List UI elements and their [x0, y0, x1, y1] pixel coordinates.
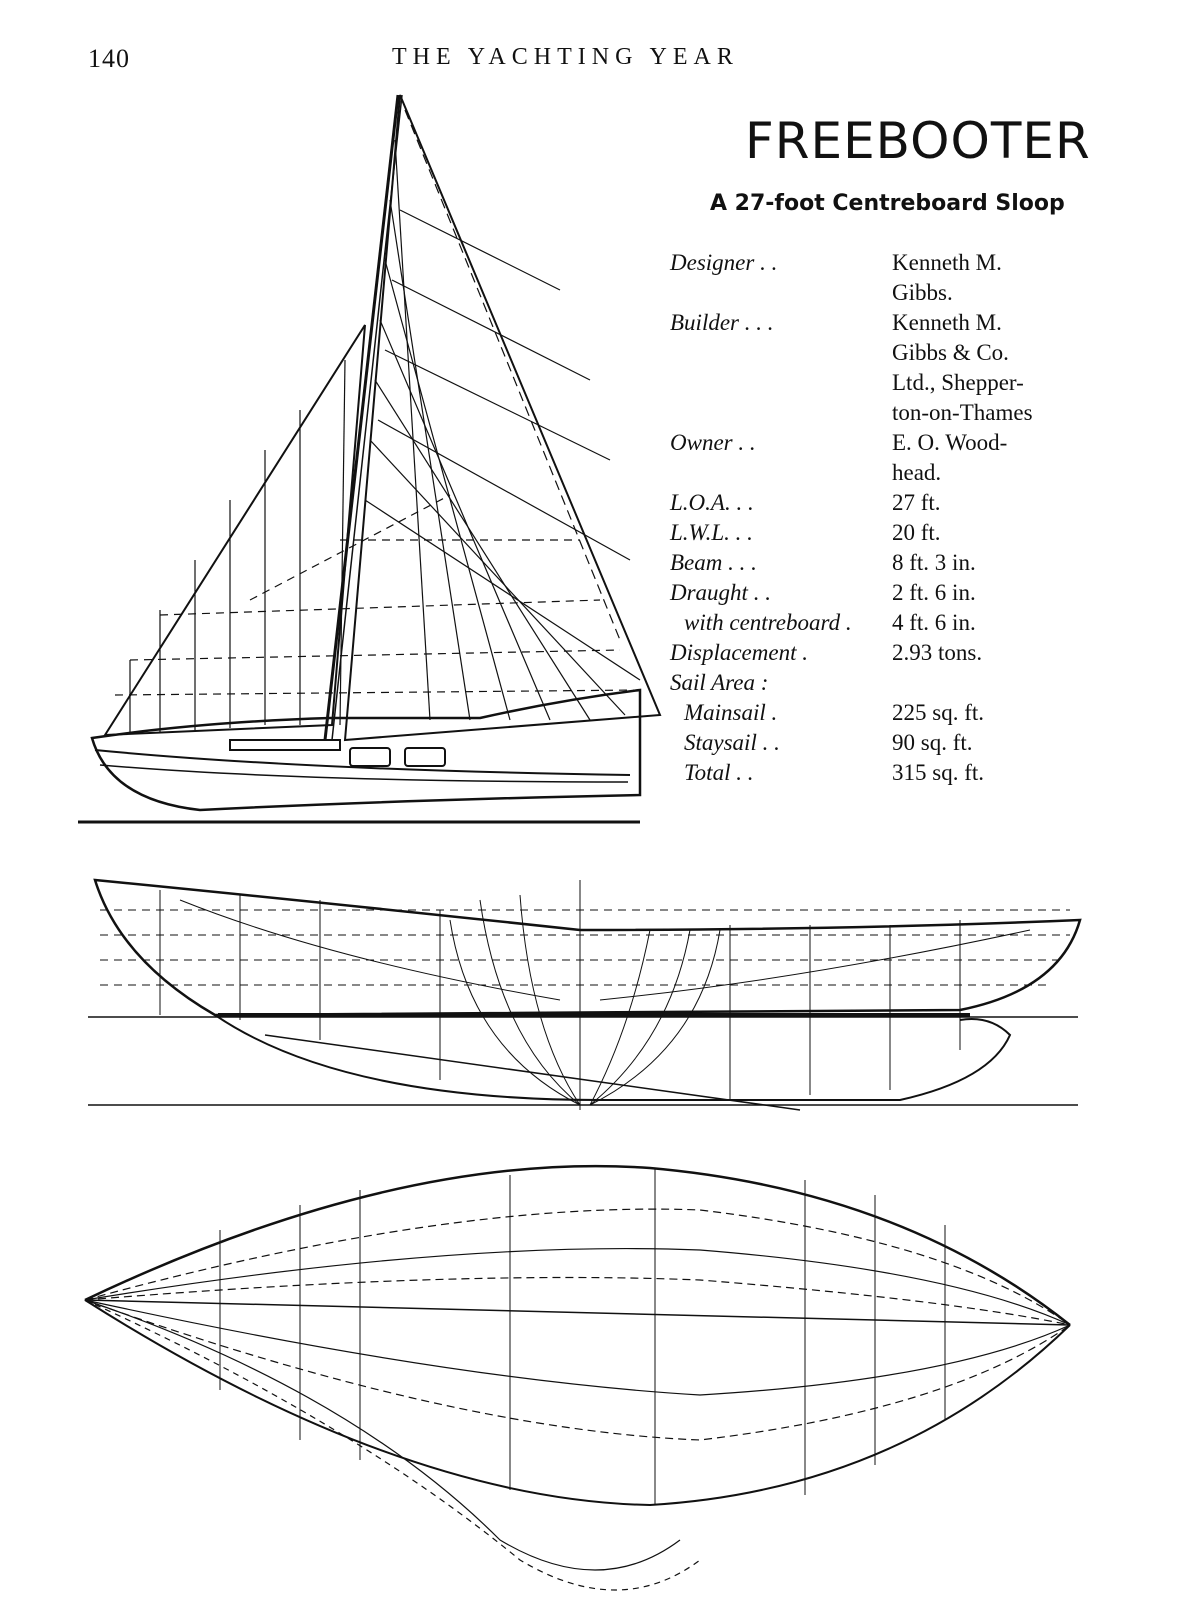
spec-value: 8 ft. 3 in.: [892, 550, 976, 575]
page-subtitle: A 27-foot Centreboard Sloop: [710, 191, 1065, 216]
spec-value: 225 sq. ft.: [892, 700, 984, 725]
spec-table: Designer . . Kenneth M. Gibbs. Builder . …: [670, 248, 1110, 788]
spec-label: L.W.L. . .: [670, 520, 753, 545]
spec-row-lwl: L.W.L. . . 20 ft.: [670, 518, 1110, 548]
spec-label: Beam . . .: [670, 550, 757, 575]
spec-value: 4 ft. 6 in.: [892, 610, 976, 635]
spec-label: Designer . .: [670, 250, 778, 275]
page-title: FREEBOOTER: [745, 112, 1091, 170]
spec-row-sail-area: Sail Area :: [670, 668, 1110, 698]
spec-value: Kenneth M. Gibbs.: [892, 250, 1002, 305]
spec-value: 20 ft.: [892, 520, 941, 545]
spec-row-staysail: Staysail . . 90 sq. ft.: [670, 728, 1110, 758]
spec-value: 27 ft.: [892, 490, 941, 515]
spec-label: Draught . .: [670, 580, 771, 605]
spec-value: 2.93 tons.: [892, 640, 983, 665]
spec-value: [892, 668, 1110, 698]
spec-row-designer: Designer . . Kenneth M. Gibbs.: [670, 248, 1110, 308]
staysail: [343, 94, 662, 742]
mast: [323, 94, 400, 741]
spec-value: 2 ft. 6 in.: [892, 580, 976, 605]
spec-value: E. O. Wood- head.: [892, 430, 1008, 485]
page-number: 140: [88, 44, 130, 73]
sail-plan: [78, 94, 662, 824]
lines-profile: [88, 878, 1082, 1111]
spec-row-displacement: Displacement . 2.93 tons.: [670, 638, 1110, 668]
spec-row-draught: Draught . . 2 ft. 6 in.: [670, 578, 1110, 608]
spec-row-builder: Builder . . . Kenneth M. Gibbs & Co. Ltd.…: [670, 308, 1110, 428]
spec-label: Sail Area :: [670, 670, 769, 695]
spec-row-beam: Beam . . . 8 ft. 3 in.: [670, 548, 1110, 578]
page-header: 140 THE YACHTING YEAR: [0, 38, 1181, 78]
spec-label: Owner . .: [670, 430, 756, 455]
spec-value: 90 sq. ft.: [892, 730, 973, 755]
spec-row-mainsail: Mainsail . 225 sq. ft.: [670, 698, 1110, 728]
spec-label: with centreboard .: [684, 610, 852, 635]
mainsail: [103, 324, 366, 737]
spec-label: Total . .: [684, 760, 754, 785]
spec-row-loa: L.O.A. . . 27 ft.: [670, 488, 1110, 518]
spec-row-owner: Owner . . E. O. Wood- head.: [670, 428, 1110, 488]
spec-row-total: Total . . 315 sq. ft.: [670, 758, 1110, 788]
spec-row-centreboard: with centreboard . 4 ft. 6 in.: [670, 608, 1110, 638]
spec-label: L.O.A. . .: [670, 490, 754, 515]
spec-value: 315 sq. ft.: [892, 760, 984, 785]
half-breadth-plan: [84, 1164, 1071, 1591]
running-title: THE YACHTING YEAR: [392, 44, 739, 70]
spec-label: Displacement .: [670, 640, 808, 665]
spec-value: Kenneth M. Gibbs & Co. Ltd., Shepper- to…: [892, 310, 1033, 425]
spec-label: Staysail . .: [684, 730, 780, 755]
spec-label: Mainsail .: [684, 700, 778, 725]
hull-profile: [90, 688, 642, 812]
spec-label: Builder . . .: [670, 310, 774, 335]
